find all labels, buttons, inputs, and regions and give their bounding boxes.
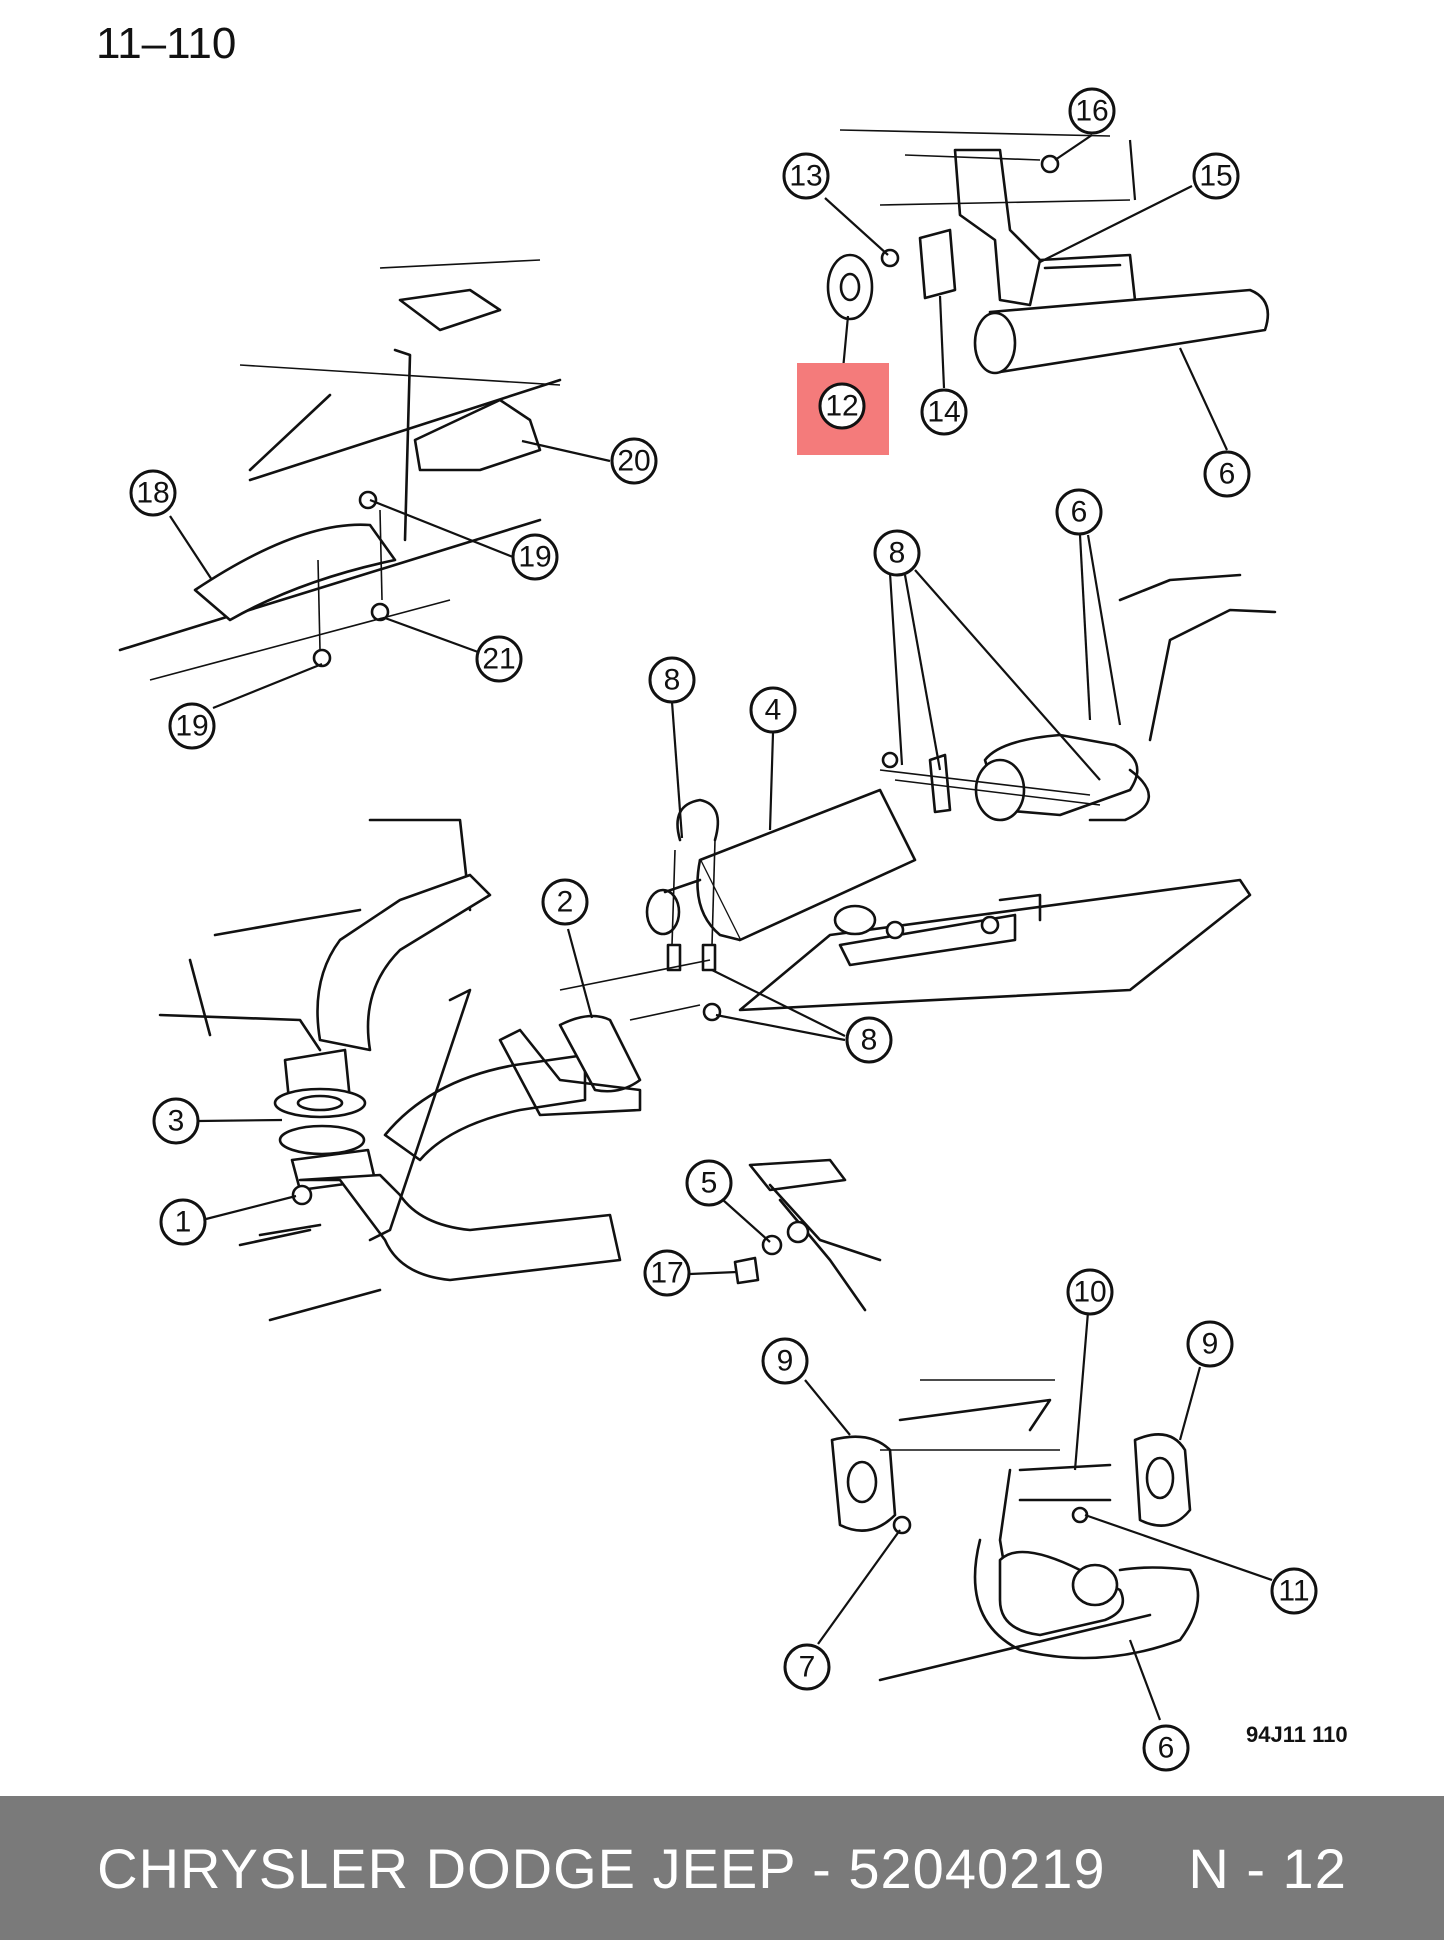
svg-text:10: 10 xyxy=(1073,1276,1106,1309)
svg-text:6: 6 xyxy=(1158,1732,1175,1765)
svg-text:9: 9 xyxy=(1202,1328,1219,1361)
svg-text:1: 1 xyxy=(175,1206,192,1239)
svg-text:20: 20 xyxy=(617,445,650,478)
svg-text:17: 17 xyxy=(650,1257,683,1290)
svg-text:11: 11 xyxy=(1278,1575,1309,1608)
callout-13[interactable]: 13 xyxy=(782,152,830,200)
svg-text:8: 8 xyxy=(889,537,906,570)
callout-7[interactable]: 7 xyxy=(783,1643,831,1691)
svg-text:21: 21 xyxy=(482,643,515,676)
sheet-number: 11–110 xyxy=(96,19,236,68)
svg-text:19: 19 xyxy=(518,541,551,574)
svg-text:9: 9 xyxy=(777,1345,794,1378)
svg-text:2: 2 xyxy=(557,886,574,919)
callout-6-top[interactable]: 6 xyxy=(1203,450,1251,498)
callout-17[interactable]: 17 xyxy=(643,1249,691,1297)
leader-lines xyxy=(169,134,1273,1721)
hanger-assembly xyxy=(826,129,1270,375)
callout-9-right[interactable]: 9 xyxy=(1186,1320,1234,1368)
callout-2[interactable]: 2 xyxy=(541,878,589,926)
callout-11[interactable]: 11 xyxy=(1270,1567,1318,1615)
callout-8-lower[interactable]: 8 xyxy=(845,1016,893,1064)
callout-16[interactable]: 16 xyxy=(1068,87,1116,135)
callout-9-left[interactable]: 9 xyxy=(761,1337,809,1385)
callout-19-lower[interactable]: 19 xyxy=(168,702,216,750)
callout-14[interactable]: 14 xyxy=(920,388,968,436)
callout-4[interactable]: 4 xyxy=(749,686,797,734)
svg-text:6: 6 xyxy=(1071,496,1088,529)
callout-1[interactable]: 1 xyxy=(159,1198,207,1246)
callout-6-middle[interactable]: 6 xyxy=(1055,488,1103,536)
svg-text:18: 18 xyxy=(136,477,169,510)
callout-19-upper[interactable]: 19 xyxy=(511,533,559,581)
svg-text:13: 13 xyxy=(789,160,822,193)
heat-shield-assembly xyxy=(118,259,562,681)
callout-10[interactable]: 10 xyxy=(1066,1268,1114,1316)
callout-8-left[interactable]: 8 xyxy=(648,656,696,704)
svg-text:8: 8 xyxy=(861,1024,878,1057)
callout-20[interactable]: 20 xyxy=(610,437,658,485)
flange-bolt-assembly xyxy=(733,1158,882,1312)
footer-part-info: CHRYSLER DODGE JEEP - 52040219 N - 12 xyxy=(97,1836,1347,1900)
svg-text:16: 16 xyxy=(1075,95,1108,128)
svg-text:3: 3 xyxy=(168,1105,185,1138)
svg-text:12: 12 xyxy=(825,390,858,423)
figure-code: 94J11 110 xyxy=(1246,1722,1348,1747)
svg-text:15: 15 xyxy=(1199,160,1232,193)
muffler-assembly xyxy=(559,573,1277,1022)
front-pipe-assembly xyxy=(158,818,701,1322)
svg-text:19: 19 xyxy=(175,710,208,743)
svg-text:5: 5 xyxy=(701,1167,718,1200)
svg-text:4: 4 xyxy=(765,694,782,727)
svg-text:6: 6 xyxy=(1219,458,1236,491)
svg-text:14: 14 xyxy=(927,396,960,429)
callout-15[interactable]: 15 xyxy=(1192,152,1240,200)
callout-12[interactable]: 12 xyxy=(818,382,866,430)
callout-8-upper[interactable]: 8 xyxy=(873,529,921,577)
callout-3[interactable]: 3 xyxy=(152,1097,200,1145)
callout-18[interactable]: 18 xyxy=(129,469,177,517)
exhaust-parts-diagram: 11–110 xyxy=(96,19,1348,1772)
rear-hanger-assembly xyxy=(830,1379,1200,1682)
callout-5[interactable]: 5 xyxy=(685,1159,733,1207)
callout-21[interactable]: 21 xyxy=(475,635,523,683)
svg-text:7: 7 xyxy=(799,1651,816,1684)
svg-text:8: 8 xyxy=(664,664,681,697)
callout-6-bottom[interactable]: 6 xyxy=(1142,1724,1190,1772)
footer-bar: CHRYSLER DODGE JEEP - 52040219 N - 12 xyxy=(0,1796,1444,1940)
